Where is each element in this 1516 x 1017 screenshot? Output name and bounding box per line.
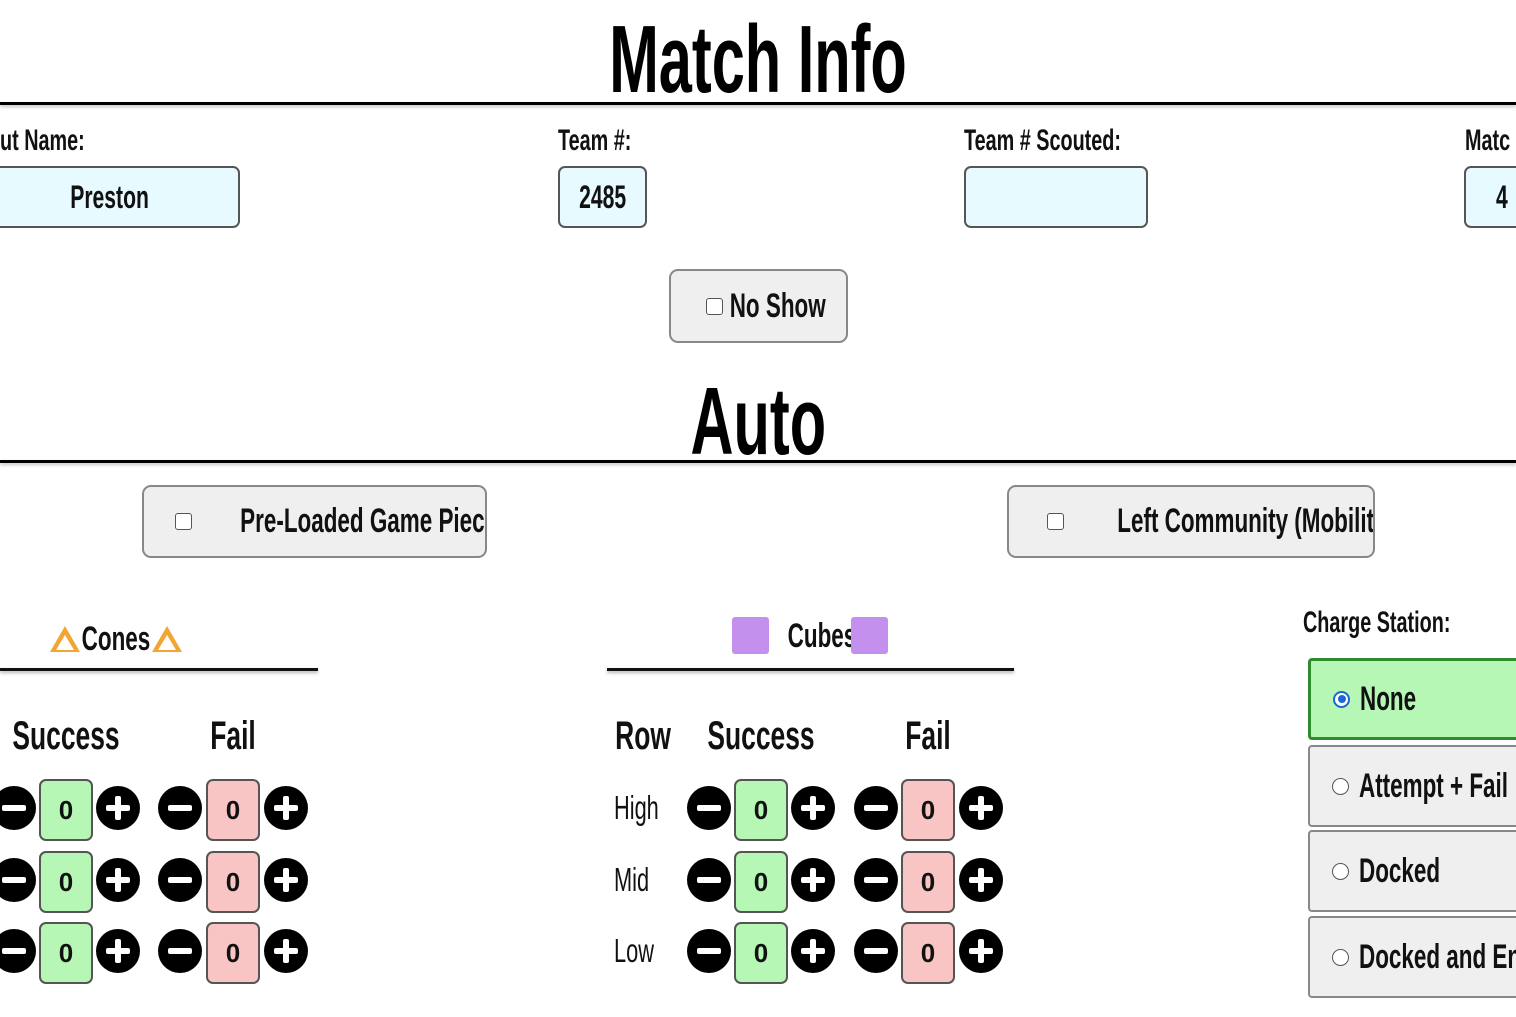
cubes-low-fail-plus-button[interactable] [959, 929, 1003, 973]
team-number-label: Team #: [558, 124, 632, 157]
cones-success-header: Success [12, 714, 120, 758]
auto-title: Auto [690, 368, 826, 475]
cubes-success-header: Success [707, 714, 815, 758]
cubes-mid-fail-plus-button[interactable] [959, 858, 1003, 902]
cones-row1-success-count[interactable]: 0 [39, 779, 93, 841]
cones-row2-success-count[interactable]: 0 [39, 851, 93, 913]
match-number-input[interactable]: 4 [1464, 166, 1516, 228]
charge-station-radio-none[interactable] [1333, 690, 1350, 708]
cubes-underline [607, 668, 1014, 671]
team-scouted-label: Team # Scouted: [964, 124, 1121, 157]
cones-row2-fail-plus-button[interactable] [264, 858, 308, 902]
cones-row3-success-minus-button[interactable] [0, 929, 36, 973]
preloaded-checkbox[interactable]: Pre-Loaded Game Piece [142, 485, 487, 558]
cubes-high-fail-count[interactable]: 0 [901, 779, 955, 841]
cone-icon [151, 626, 182, 652]
cones-heading: Cones [50, 620, 182, 659]
charge-station-option-none[interactable]: None [1308, 658, 1516, 740]
charge-station-radio-docked[interactable] [1332, 862, 1349, 880]
cubes-mid-fail-minus-button[interactable] [854, 858, 898, 902]
cones-underline [0, 668, 318, 671]
cubes-mid-success-count[interactable]: 0 [734, 851, 788, 913]
team-scouted-input[interactable] [964, 166, 1148, 228]
cubes-row-label-mid: Mid [614, 861, 650, 898]
cube-icon [851, 617, 888, 654]
cones-fail-header: Fail [210, 714, 256, 758]
preloaded-checkbox-box[interactable] [175, 513, 193, 530]
cones-row2-success-minus-button[interactable] [0, 858, 36, 902]
cubes-high-fail-plus-button[interactable] [959, 786, 1003, 830]
cubes-mid-fail-count[interactable]: 0 [901, 851, 955, 913]
cubes-low-fail-count[interactable]: 0 [901, 922, 955, 984]
cones-row1-fail-plus-button[interactable] [264, 786, 308, 830]
scout-name-label: ut Name: [0, 124, 85, 157]
cube-icon [732, 617, 769, 654]
cubes-row-header: Row [615, 714, 671, 758]
charge-station-radio-attempt-fail[interactable] [1332, 777, 1349, 795]
match-number-label: Matc [1465, 124, 1511, 157]
cones-row1-fail-minus-button[interactable] [158, 786, 202, 830]
cubes-low-fail-minus-button[interactable] [854, 929, 898, 973]
mobility-checkbox-box[interactable] [1046, 513, 1064, 530]
cones-row3-fail-plus-button[interactable] [264, 929, 308, 973]
cones-row1-success-minus-button[interactable] [0, 786, 36, 830]
cone-icon [50, 626, 80, 652]
cones-row3-success-count[interactable]: 0 [39, 922, 93, 984]
cones-row2-success-plus-button[interactable] [96, 858, 140, 902]
cones-row1-success-plus-button[interactable] [96, 786, 140, 830]
charge-station-radio-docked-engaged[interactable] [1332, 948, 1349, 966]
cubes-high-fail-minus-button[interactable] [854, 786, 898, 830]
charge-station-option-docked[interactable]: Docked [1308, 830, 1516, 912]
charge-station-label: Charge Station: [1303, 606, 1451, 639]
charge-station-option-docked-engaged[interactable]: Docked and En [1308, 916, 1516, 998]
scout-name-input[interactable]: Preston [0, 166, 240, 228]
cubes-high-success-minus-button[interactable] [687, 786, 731, 830]
no-show-checkbox-box[interactable] [706, 297, 724, 315]
team-number-input[interactable]: 2485 [558, 166, 647, 228]
cubes-high-success-plus-button[interactable] [791, 786, 835, 830]
cubes-fail-header: Fail [905, 714, 951, 758]
auto-divider [0, 460, 1516, 463]
cubes-low-success-count[interactable]: 0 [734, 922, 788, 984]
cones-row2-fail-count[interactable]: 0 [206, 851, 260, 913]
cubes-high-success-count[interactable]: 0 [734, 779, 788, 841]
cones-row3-fail-minus-button[interactable] [158, 929, 202, 973]
no-show-checkbox[interactable]: No Show [669, 269, 848, 343]
charge-station-option-attempt-fail[interactable]: Attempt + Fail [1308, 745, 1516, 827]
cones-row1-fail-count[interactable]: 0 [206, 779, 260, 841]
cubes-row-label-low: Low [614, 932, 654, 969]
cubes-mid-success-minus-button[interactable] [687, 858, 731, 902]
cones-row2-fail-minus-button[interactable] [158, 858, 202, 902]
cubes-heading: Cubes [787, 617, 857, 655]
mobility-checkbox[interactable]: Left Community (Mobility) [1007, 485, 1375, 558]
cones-row3-success-plus-button[interactable] [96, 929, 140, 973]
cubes-low-success-minus-button[interactable] [687, 929, 731, 973]
cubes-mid-success-plus-button[interactable] [791, 858, 835, 902]
cubes-low-success-plus-button[interactable] [791, 929, 835, 973]
cubes-row-label-high: High [614, 789, 659, 826]
match-info-divider [0, 102, 1516, 105]
cones-row3-fail-count[interactable]: 0 [206, 922, 260, 984]
match-info-title: Match Info [609, 6, 907, 113]
